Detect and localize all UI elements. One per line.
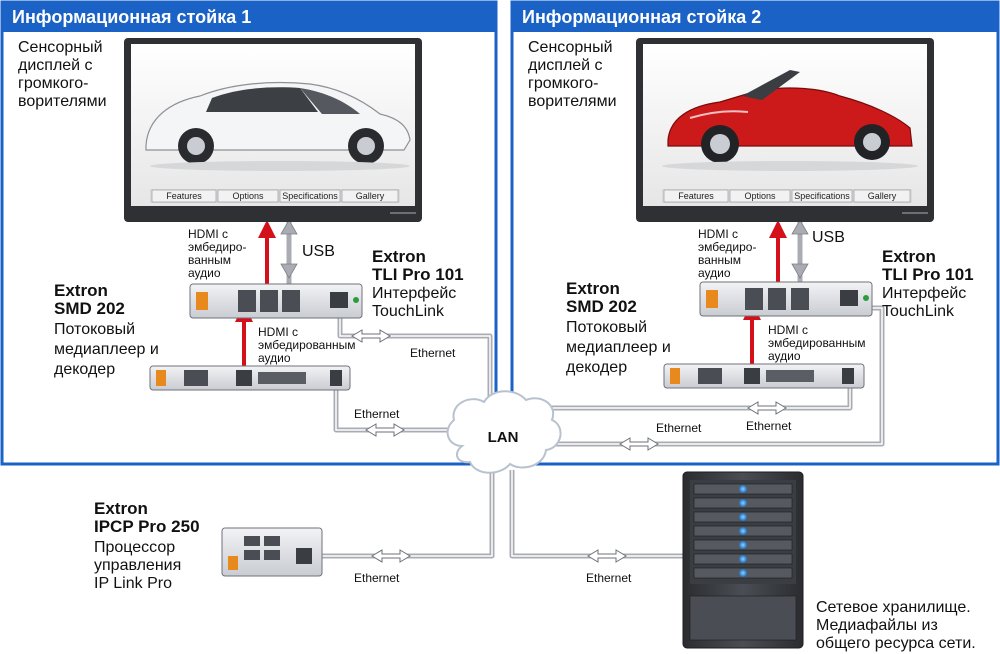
nas-server-rack [682, 471, 804, 649]
tli-brand-1-line-1: Extron [372, 247, 426, 266]
ipcp-pro-250-device [221, 527, 323, 577]
tli-desc-1-line-1: Интерфейс [372, 285, 456, 302]
display-label-1-line-3: громкого- [18, 75, 88, 92]
kiosk-2-labels: Сенсорный дисплей с громкого- ворителями… [528, 39, 974, 435]
smd-desc-1-line-3: декодер [54, 361, 115, 378]
ethernet-label-ipcp: Ethernet [354, 571, 400, 585]
display-label-1-line-1: Сенсорный [18, 39, 103, 56]
nas-desc-line-1: Сетевое хранилище. [816, 599, 971, 616]
menu-label-specifications-2: Specifications [794, 191, 850, 201]
menu-button-options-2[interactable] [729, 189, 791, 203]
nas-desc-line-2: Медиафайлы из [816, 617, 938, 634]
smd-brand-1-line-2: SMD 202 [54, 299, 125, 318]
hdmi-top-2-line-4: аудио [698, 266, 731, 280]
usb-label-1: USB [302, 243, 335, 260]
display-label-2-line-3: громкого- [528, 75, 598, 92]
smd-desc-2-line-3: декодер [566, 359, 627, 376]
kiosk-1-labels: Сенсорный дисплей с громкого- ворителями… [18, 39, 464, 421]
menu-button-options-1[interactable] [217, 189, 279, 203]
hdmi-bottom-1-line-1: HDMI с [258, 325, 298, 339]
display-label-2-line-1: Сенсорный [528, 39, 613, 56]
red-car-image [662, 70, 918, 171]
usb-label-2: USB [812, 229, 845, 246]
lan-cloud: LAN [446, 390, 562, 474]
hdmi-top-1-line-2: эмбедиро- [188, 240, 246, 254]
hdmi-top-1-line-1: HDMI с [188, 227, 228, 241]
ethernet-label-2-lower: Ethernet [656, 421, 702, 435]
smd-desc-1-line-1: Потоковый [54, 321, 135, 338]
hdmi-top-2-line-1: HDMI с [698, 227, 738, 241]
white-car-image [145, 81, 411, 171]
display-label-2-line-4: ворителями [528, 93, 617, 110]
smd-202-device-2 [663, 363, 865, 389]
lan-label: LAN [488, 429, 519, 446]
hdmi-top-2-line-2: эмбедиро- [698, 240, 756, 254]
tli-brand-2-line-2: TLI Pro 101 [882, 265, 974, 284]
menu-button-gallery-1[interactable] [341, 189, 399, 203]
hdmi-bottom-1-line-2: эмбедированным [258, 338, 355, 352]
smd-brand-2-line-1: Extron [566, 279, 620, 298]
ipcp-desc-line-3: IP Link Pro [94, 575, 172, 592]
tli-desc-1-line-2: TouchLink [372, 303, 445, 320]
ethernet-label-1-upper: Ethernet [410, 346, 456, 360]
smd-desc-2-line-2: медиаплеер и [566, 339, 671, 356]
ethernet-arrows [351, 329, 787, 563]
smd-desc-2-line-1: Потоковый [566, 319, 647, 336]
hdmi-bottom-1-line-3: аудио [258, 351, 291, 365]
hdmi-bottom-2-line-2: эмбедированным [768, 336, 865, 350]
smd-brand-1-line-1: Extron [54, 281, 108, 300]
ipcp-brand-line-1: Extron [94, 499, 148, 518]
display-label-2-line-2: дисплей с [528, 57, 603, 74]
kiosk-1-title: Информационная стойка 1 [12, 7, 251, 27]
menu-label-gallery-2: Gallery [868, 191, 897, 201]
menu-button-specifications-2[interactable] [791, 189, 853, 203]
menu-label-options-1: Options [232, 191, 264, 201]
menu-label-options-2: Options [744, 191, 776, 201]
tli-desc-2-line-2: TouchLink [882, 303, 955, 320]
display-label-1-line-2: дисплей с [18, 57, 93, 74]
ipcp-desc-line-2: управления [94, 557, 181, 574]
hdmi-top-2-line-3: ванным [698, 253, 741, 267]
menu-label-specifications-1: Specifications [282, 191, 338, 201]
smd-202-device-1 [149, 365, 351, 391]
tli-desc-2-line-1: Интерфейс [882, 285, 966, 302]
menu-button-specifications-1[interactable] [279, 189, 341, 203]
kiosk-2-title: Информационная стойка 2 [522, 7, 761, 27]
tli-brand-1-line-2: TLI Pro 101 [372, 265, 464, 284]
tli-pro-101-device-1 [189, 283, 363, 319]
hdmi-top-1-line-4: аудио [188, 266, 221, 280]
usb-arrows [280, 219, 809, 279]
smd-desc-1-line-2: медиаплеер и [54, 341, 159, 358]
tli-brand-2-line-1: Extron [882, 247, 936, 266]
menu-label-features-1: Features [166, 191, 202, 201]
ethernet-label-1-lower: Ethernet [354, 407, 400, 421]
ethernet-label-nas: Ethernet [586, 571, 632, 585]
menu-button-features-2[interactable] [663, 189, 729, 203]
ipcp-brand-line-2: IPCP Pro 250 [94, 517, 200, 536]
hdmi-top-1-line-3: ванным [188, 253, 231, 267]
nas-desc-line-3: общего ресурса сети. [816, 635, 976, 652]
display-label-1-line-4: ворителями [18, 93, 107, 110]
ethernet-label-2-upper: Ethernet [746, 419, 792, 433]
touch-display-2: Features Options Specifications Gallery [636, 38, 934, 222]
touch-display-1: Features Options Specifications Gallery [124, 38, 422, 222]
hdmi-bottom-2-line-3: аудио [768, 349, 801, 363]
menu-button-gallery-2[interactable] [853, 189, 911, 203]
bottom-labels: Extron IPCP Pro 250 Процессор управления… [94, 499, 976, 652]
menu-label-features-2: Features [678, 191, 714, 201]
menu-label-gallery-1: Gallery [356, 191, 385, 201]
hdmi-bottom-2-line-1: HDMI с [768, 323, 808, 337]
smd-brand-2-line-2: SMD 202 [566, 297, 637, 316]
tli-pro-101-device-2 [699, 281, 873, 317]
menu-button-features-1[interactable] [151, 189, 217, 203]
ipcp-desc-line-1: Процессор [94, 539, 175, 556]
